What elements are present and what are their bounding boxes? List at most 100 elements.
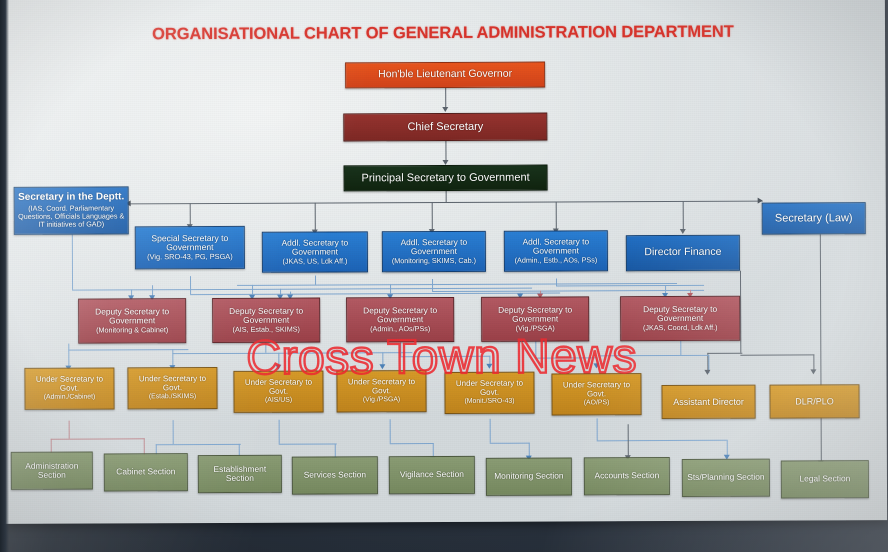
connector-arrow xyxy=(442,106,449,113)
node-secretary-in-deptt[interactable]: Secretary in the Deptt. (IAS, Coord. Par… xyxy=(13,186,129,235)
node-section-legal[interactable]: Legal Section xyxy=(780,460,869,499)
node-assistant-director[interactable]: Assistant Director xyxy=(661,384,756,420)
node-under-secretary-vigilance[interactable]: Under Secretary to Govt. (Vig./PSGA) xyxy=(336,370,427,413)
connector-arrow xyxy=(275,364,282,370)
node-dy-secretary-vigilance[interactable]: Deputy Secretary to Government (Vig./PSG… xyxy=(481,296,590,342)
connector-arrow xyxy=(486,363,493,369)
connector xyxy=(627,424,629,459)
node-label: Secretary (Law) xyxy=(774,212,853,225)
node-label: Under Secretary to Govt. xyxy=(455,378,524,398)
node-label: Administration Section xyxy=(25,460,79,480)
node-special-secretary[interactable]: Special Secretary to Government (Vig. SR… xyxy=(134,225,245,270)
node-label: Legal Section xyxy=(799,473,851,484)
connector xyxy=(127,200,763,205)
connector xyxy=(172,420,174,445)
node-sublabel: (Admin., AOs/PSs) xyxy=(370,323,431,334)
node-addl-secretary-jkas[interactable]: Addl. Secretary to Government (JKAS, US,… xyxy=(261,231,368,273)
node-label: Secretary in the Deptt. xyxy=(18,191,125,204)
node-section-accounts[interactable]: Accounts Section xyxy=(583,457,670,496)
node-section-vigilance[interactable]: Vigilance Section xyxy=(388,455,475,495)
connector-arrow xyxy=(593,363,600,369)
node-section-establishment[interactable]: Establishment Section xyxy=(197,454,282,494)
node-label: Deputy Secretary to Government xyxy=(498,304,573,325)
connector xyxy=(432,289,705,293)
node-label: Deputy Secretary to Government xyxy=(643,303,718,324)
node-section-planning[interactable]: Sts/Planning Section xyxy=(681,458,770,497)
node-dy-secretary-monitoring[interactable]: Deputy Secretary to Government (Monitori… xyxy=(78,298,187,344)
node-under-secretary-ais[interactable]: Under Secretary to Govt. (AIS/US) xyxy=(233,370,324,413)
node-section-administration[interactable]: Administration Section xyxy=(10,451,93,490)
connector-arrow xyxy=(704,369,711,375)
node-section-services[interactable]: Services Section xyxy=(291,456,378,495)
connector xyxy=(314,202,316,232)
node-sublabel: (JKAS, Coord, Ldk Aff.) xyxy=(642,322,718,332)
node-sublabel: (Admin., Estb., AOs, PSs) xyxy=(514,255,598,265)
node-label: Under Secretary to Govt. xyxy=(35,374,104,393)
connector xyxy=(535,357,598,359)
node-label: Monitoring Section xyxy=(494,470,564,482)
node-label: Assistant Director xyxy=(673,396,744,407)
node-sublabel: (IAS, Coord. Parliamentary Questions, Of… xyxy=(18,203,125,230)
node-secretary-law[interactable]: Secretary (Law) xyxy=(761,202,866,235)
connector xyxy=(278,443,337,445)
connector xyxy=(489,442,530,444)
node-label: Vigilance Section xyxy=(399,469,464,480)
node-governor[interactable]: Hon'ble Lieutenant Governor xyxy=(345,61,546,89)
node-dy-secretary-jkas[interactable]: Deputy Secretary to Government (JKAS, Co… xyxy=(620,295,741,342)
connector xyxy=(819,234,822,465)
connector xyxy=(600,354,709,357)
node-section-cabinet[interactable]: Cabinet Section xyxy=(103,453,188,492)
connector xyxy=(172,352,413,355)
node-under-secretary-estab[interactable]: Under Secretary to Govt. (Estab./SKIMS) xyxy=(127,366,218,410)
node-label: Sts/Planning Section xyxy=(687,471,765,483)
node-chief-secretary[interactable]: Chief Secretary xyxy=(343,112,548,142)
connector xyxy=(707,352,743,354)
node-dlr-plo[interactable]: DLR/PLO xyxy=(769,384,860,419)
connector xyxy=(682,200,684,231)
node-sublabel: (AO/PS) xyxy=(583,399,610,407)
node-dy-secretary-ais[interactable]: Deputy Secretary to Government (AIS, Est… xyxy=(212,297,321,344)
node-under-secretary-ao-ps[interactable]: Under Secretary to Govt. (AO/PS) xyxy=(551,373,642,416)
node-sublabel: (Vig./PSGA) xyxy=(515,323,555,333)
node-label: Under Secretary to Govt. xyxy=(244,377,313,396)
page-title: ORGANISATIONAL CHART OF GENERAL ADMINIST… xyxy=(152,22,734,44)
node-label: Chief Secretary xyxy=(407,120,484,134)
node-label: Deputy Secretary to Government xyxy=(95,306,170,326)
node-sublabel: (Vig./PSGA) xyxy=(362,396,401,404)
connector xyxy=(596,418,598,441)
connector xyxy=(68,420,70,439)
connector xyxy=(189,203,191,227)
node-label: Director Finance xyxy=(644,245,722,259)
connector xyxy=(445,87,447,109)
node-section-monitoring[interactable]: Monitoring Section xyxy=(485,457,572,496)
connector xyxy=(278,419,280,444)
node-label: Principal Secretary to Government xyxy=(361,171,530,185)
node-addl-secretary-admin[interactable]: Addl. Secretary to Government (Admin., E… xyxy=(503,230,608,272)
connector xyxy=(535,341,537,358)
node-sublabel: (Monit./SRO-43) xyxy=(464,397,515,406)
node-addl-secretary-monitoring[interactable]: Addl. Secretary to Government (Monitorin… xyxy=(381,230,486,273)
node-label: Addl. Secretary to Government xyxy=(281,237,349,258)
connector xyxy=(68,349,189,351)
node-under-secretary-monitoring[interactable]: Under Secretary to Govt. (Monit./SRO-43) xyxy=(444,371,535,414)
connector xyxy=(155,443,241,446)
connector xyxy=(314,275,317,285)
node-label: Special Secretary to Government xyxy=(151,232,229,253)
connector xyxy=(265,342,267,353)
node-sublabel: (Vig. SRO-43, PG, PSGA) xyxy=(147,251,233,262)
connector xyxy=(50,438,145,440)
connector-arrow xyxy=(810,369,817,375)
connector xyxy=(555,201,557,231)
connector xyxy=(431,202,433,232)
node-dy-secretary-admin[interactable]: Deputy Secretary to Government (Admin., … xyxy=(346,296,455,343)
connector xyxy=(389,419,391,444)
node-principal-secretary[interactable]: Principal Secretary to Government xyxy=(343,164,548,192)
node-director-finance[interactable]: Director Finance xyxy=(625,234,740,272)
node-under-secretary-admin[interactable]: Under Secretary to Govt. (Admin./Cabinet… xyxy=(24,367,115,410)
connector xyxy=(71,234,74,290)
node-sublabel: (Estab./SKIMS) xyxy=(148,393,197,401)
connector xyxy=(556,278,558,286)
node-label: DLR/PLO xyxy=(795,396,834,407)
node-label: Under Secretary to Govt. xyxy=(562,380,631,399)
